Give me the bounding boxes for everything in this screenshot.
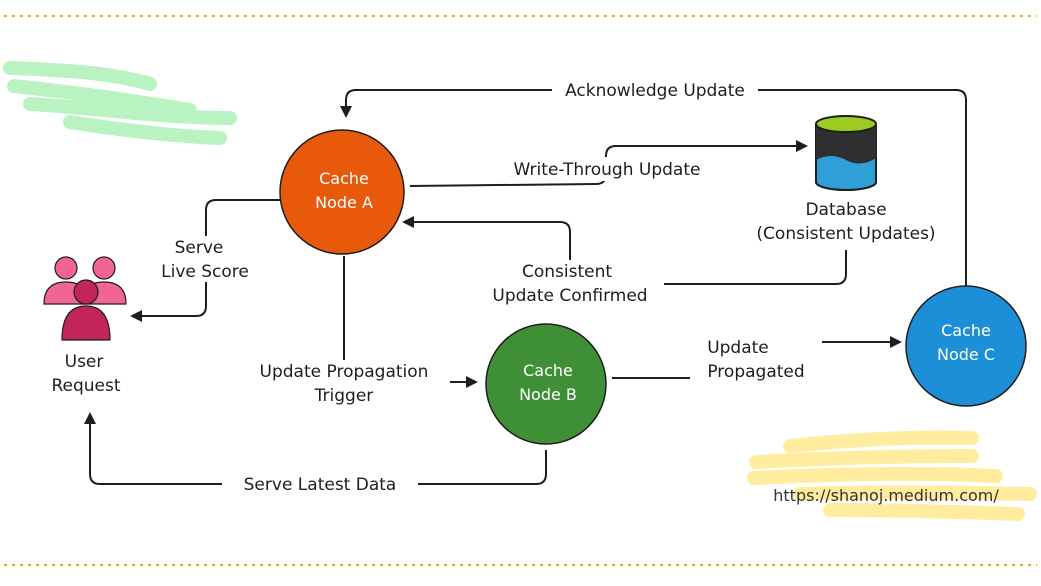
cache-node-c-line2: Node C <box>937 345 995 364</box>
label-bg-serve-live <box>150 236 264 282</box>
label-acknowledge-update: Acknowledge Update <box>565 81 745 101</box>
database-label-line1: Database <box>805 200 886 220</box>
cache-node-a-line2: Node A <box>315 193 373 212</box>
label-serve-line1: Serve <box>175 238 224 258</box>
cache-node-a-line1: Cache <box>319 169 369 188</box>
yellow-highlight-scribble <box>747 430 1037 521</box>
database-icon <box>815 115 877 191</box>
label-consistent-line1: Consistent <box>522 262 612 282</box>
label-bg-propagated <box>690 336 822 382</box>
label-consistent-line2: Update Confirmed <box>492 286 647 306</box>
user-label-line1: User <box>65 352 104 372</box>
label-propagation-line1: Update Propagation <box>260 362 429 382</box>
label-serve-line2: Live Score <box>161 262 249 282</box>
user-label-line2: Request <box>51 376 120 396</box>
label-bg-consistent <box>478 260 664 306</box>
cache-node-c-line1: Cache <box>941 321 991 340</box>
user-group-icon <box>43 256 127 341</box>
cache-node-c: Cache Node C <box>905 285 1027 407</box>
label-propagated-line1: Update <box>707 338 769 358</box>
label-propagation-line2: Trigger <box>314 386 374 406</box>
cache-node-b-line1: Cache <box>523 361 573 380</box>
cache-node-b: Cache Node B <box>485 323 607 445</box>
label-bg-acknowledge <box>552 79 758 101</box>
green-highlight-scribble <box>3 61 237 145</box>
label-propagated-line2: Propagated <box>707 362 804 382</box>
label-bg-serve-latest <box>222 472 418 496</box>
label-bg-propagation <box>238 360 450 406</box>
label-write-through: Write-Through Update <box>514 160 701 180</box>
database-label-line2: (Consistent Updates) <box>756 224 935 244</box>
watermark-url[interactable]: https://shanoj.medium.com/ <box>773 486 999 505</box>
label-serve-latest: Serve Latest Data <box>244 475 397 495</box>
cache-node-a: Cache Node A <box>279 129 405 255</box>
cache-node-b-line2: Node B <box>519 385 577 404</box>
label-bg-write-through <box>494 157 720 181</box>
